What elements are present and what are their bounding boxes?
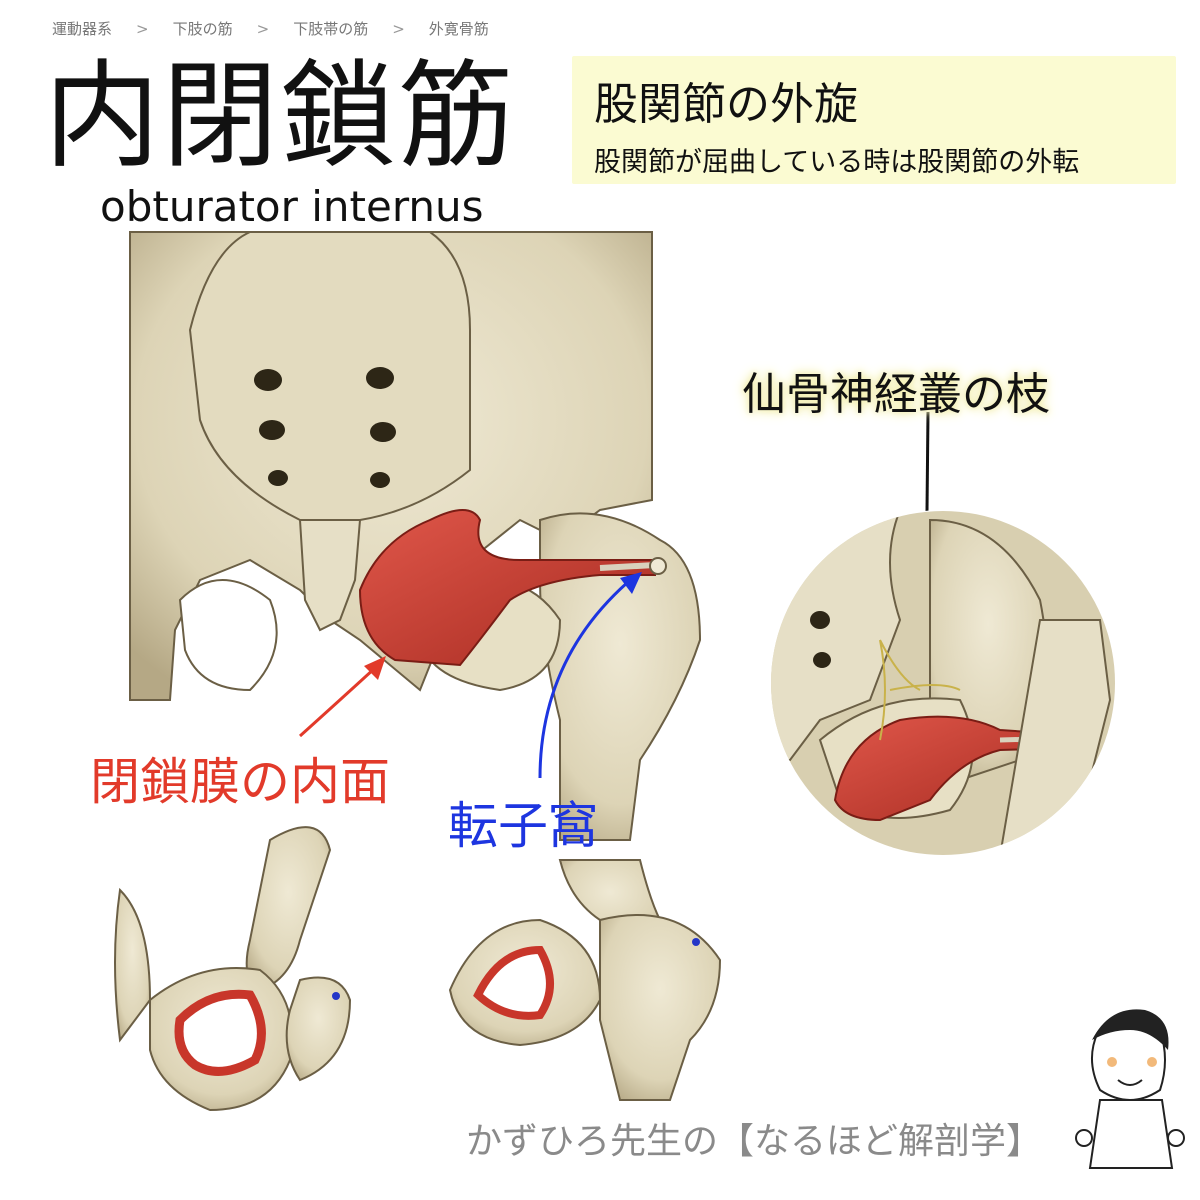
latin-name: obturator internus bbox=[100, 182, 484, 231]
action-box: 股関節の外旋 股関節が屈曲している時は股関節の外転 bbox=[572, 56, 1176, 184]
breadcrumb-item[interactable]: 下肢帯の筋 bbox=[293, 20, 369, 38]
page-title: 内閉鎖筋 bbox=[44, 49, 516, 184]
breadcrumb-separator-icon: > bbox=[392, 19, 405, 38]
hip-joint-anterior-view bbox=[448, 859, 722, 1101]
breadcrumb-separator-icon: > bbox=[136, 19, 149, 38]
footer-credit: かずひろ先生の【なるほど解剖学】 bbox=[466, 1121, 1043, 1162]
breadcrumb-item[interactable]: 下肢の筋 bbox=[172, 20, 233, 38]
mascot-avatar bbox=[1075, 1009, 1185, 1169]
insertion-arrow bbox=[538, 572, 642, 779]
breadcrumb-separator-icon: > bbox=[256, 19, 270, 38]
nerve-label: 仙骨神経叢の枝 bbox=[742, 369, 1050, 420]
breadcrumb-item[interactable]: 運動器系 bbox=[52, 20, 113, 38]
breadcrumb: 運動器系 > 下肢の筋 > 下肢帯の筋 > 外寛骨筋 bbox=[52, 18, 489, 39]
origin-label: 閉鎖膜の内面 bbox=[90, 753, 390, 811]
action-sub: 股関節が屈曲している時は股関節の外転 bbox=[594, 147, 1080, 178]
hip-bone-lateral-view bbox=[114, 826, 352, 1112]
breadcrumb-item[interactable]: 外寛骨筋 bbox=[428, 20, 489, 38]
inset-circle-view bbox=[770, 510, 1116, 856]
insertion-label: 転子窩 bbox=[448, 797, 598, 855]
pelvis-main-view bbox=[129, 231, 702, 841]
origin-arrow bbox=[298, 656, 386, 738]
action-main: 股関節の外旋 bbox=[594, 79, 858, 130]
